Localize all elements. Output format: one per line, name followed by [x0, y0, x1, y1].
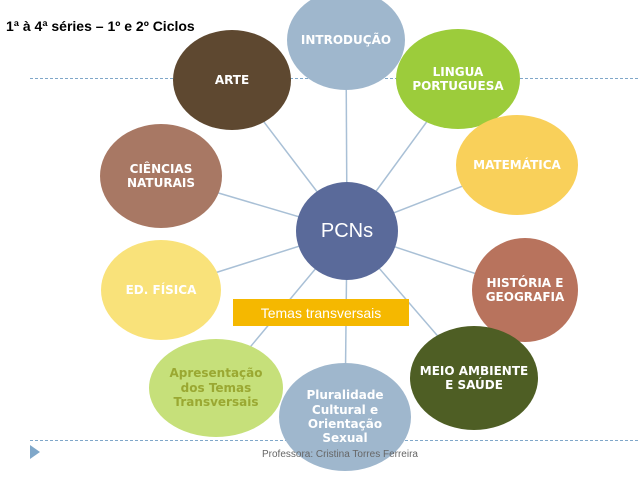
node-arte-label: ARTE [214, 72, 250, 87]
node-matematica: MATEMÁTICA [456, 115, 578, 215]
page-heading: 1ª à 4ª séries – 1º e 2º Ciclos [6, 18, 195, 34]
footer-credit: Professora: Cristina Torres Ferreira [262, 449, 418, 460]
center-node-pcns: PCNs [296, 182, 398, 280]
node-ciencias-naturais: CIÊNCIAS NATURAIS [100, 124, 222, 228]
node-lingua-portuguesa-label: LINGUA PORTUGUESA [412, 64, 504, 93]
node-introducao-label: INTRODUÇÃO [300, 32, 392, 47]
chevron-right-icon [30, 445, 40, 459]
node-ed-fisica: ED. FÍSICA [101, 240, 221, 340]
center-node-label: PCNs [320, 220, 374, 242]
node-lingua-portuguesa: LINGUA PORTUGUESA [396, 29, 520, 129]
temas-transversais-banner: Temas transversais [233, 299, 409, 326]
node-meio-ambiente: MEIO AMBIENTE E SAÚDE [410, 326, 538, 430]
node-pluralidade-cultural: Pluralidade Cultural e Orientação Sexual [279, 363, 411, 471]
node-apresentacao-temas-label: Apresentação dos Temas Transversais [169, 366, 263, 410]
node-historia-geografia: HISTÓRIA E GEOGRAFIA [472, 238, 578, 342]
node-ciencias-naturais-label: CIÊNCIAS NATURAIS [127, 161, 195, 190]
node-historia-geografia-label: HISTÓRIA E GEOGRAFIA [485, 275, 565, 304]
node-ed-fisica-label: ED. FÍSICA [125, 282, 197, 297]
node-pluralidade-cultural-label: Pluralidade Cultural e Orientação Sexual [306, 388, 384, 446]
node-arte: ARTE [173, 30, 291, 130]
node-meio-ambiente-label: MEIO AMBIENTE E SAÚDE [419, 363, 529, 392]
node-apresentacao-temas: Apresentação dos Temas Transversais [149, 339, 283, 437]
node-introducao: INTRODUÇÃO [287, 0, 405, 90]
node-matematica-label: MATEMÁTICA [473, 157, 561, 172]
